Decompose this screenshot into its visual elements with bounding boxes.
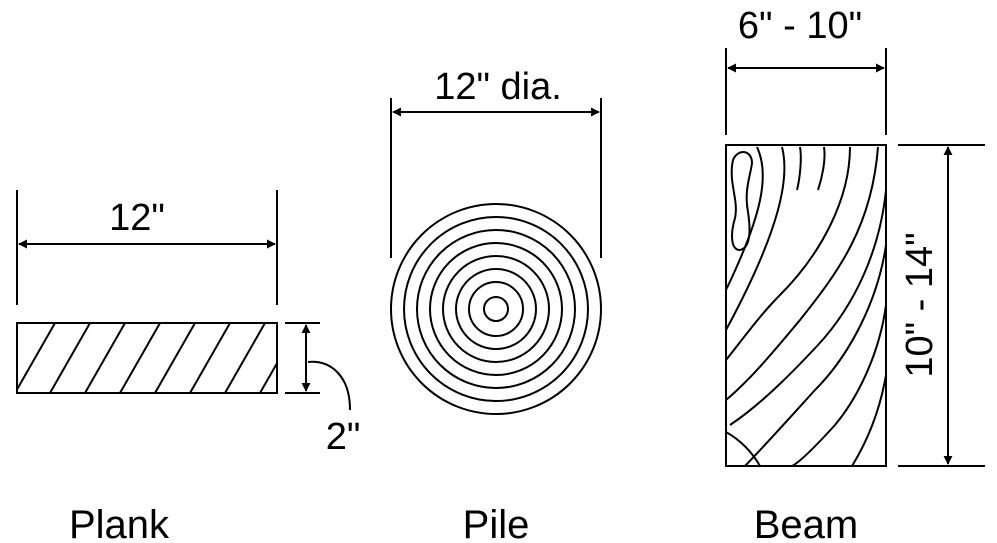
pile-cross-section-rings: [390, 203, 602, 415]
beam-cross-section: [725, 144, 887, 467]
beam-width-label: 6" - 10": [738, 5, 862, 47]
plank-hatching: [17, 323, 277, 393]
beam-caption: Beam: [754, 503, 859, 543]
pile-diameter-label: 12" dia.: [434, 66, 562, 108]
beam-wood-grain: [726, 146, 886, 466]
plank-thickness-label: 2": [326, 416, 361, 458]
plank-cross-section: [16, 322, 278, 394]
plank-thickness-leader: [307, 360, 351, 411]
beam-figure: 6" - 10" 10" - 14" Beam: [725, 5, 985, 543]
pile-figure: 12" dia. Pile: [390, 66, 602, 543]
plank-caption: Plank: [69, 503, 170, 543]
plank-width-label: 12": [109, 197, 165, 239]
beam-depth-label: 10" - 14": [899, 232, 941, 377]
plank-figure: 12" 2" Plank: [16, 190, 361, 543]
pile-caption: Pile: [463, 503, 530, 543]
